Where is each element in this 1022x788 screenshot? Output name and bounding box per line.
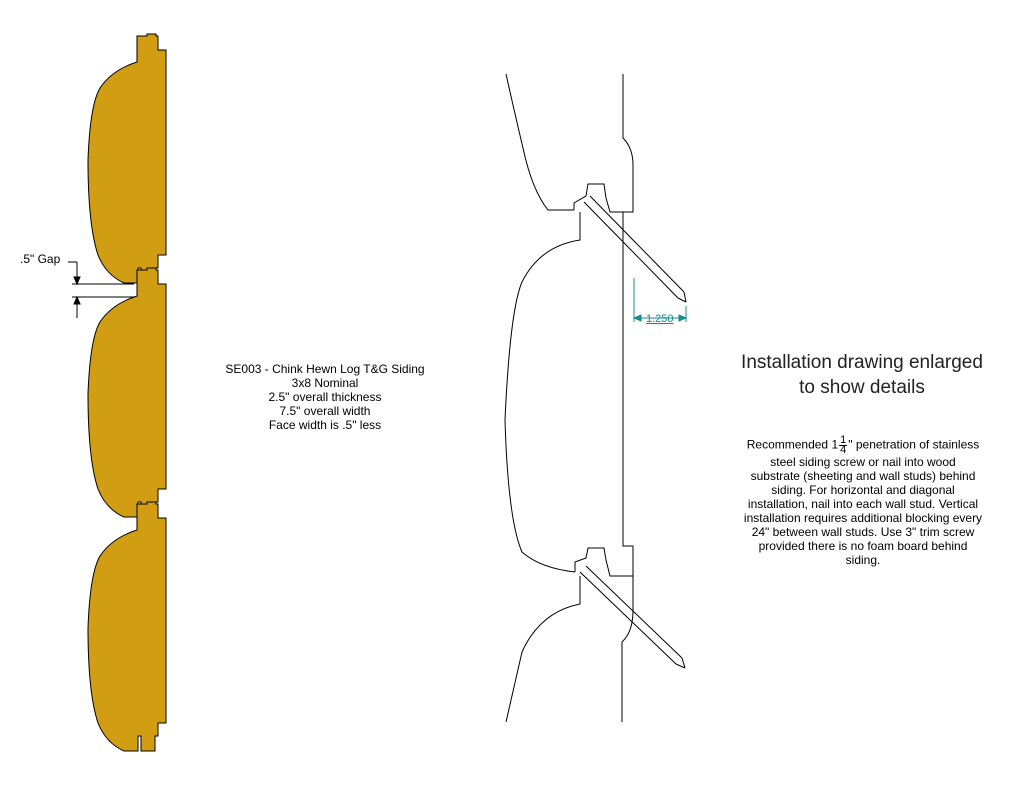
- recommendation-line: siding.: [845, 553, 881, 567]
- recommendation-line: installation requires additional blockin…: [743, 511, 983, 525]
- fraction-denominator: 4: [840, 444, 847, 456]
- fraction-numerator: 1: [839, 434, 848, 446]
- lower-nail-icon: [579, 565, 686, 669]
- product-name: SE003 - Chink Hewn Log T&G Siding: [225, 362, 425, 376]
- recommendation-line: provided there is no foam board behind: [758, 539, 968, 553]
- recommendation-line: siding. For horizontal and diagonal: [771, 483, 955, 497]
- gap-label: .5" Gap: [20, 252, 61, 266]
- installation-detail: [504, 73, 634, 723]
- penetration-dimension: [632, 278, 688, 322]
- gap-dimension: [68, 261, 134, 318]
- product-face-width: Face width is .5" less: [268, 418, 382, 432]
- log-board-profile-middle: [87, 267, 167, 518]
- penetration-dimension-label: 1.250: [646, 313, 674, 325]
- log-board-profile-bottom: [87, 501, 167, 752]
- product-thickness: 2.5" overall thickness: [268, 390, 382, 404]
- product-nominal-size: 3x8 Nominal: [291, 376, 359, 390]
- recommendation-line: installation, nail into each wall stud. …: [747, 497, 979, 511]
- product-info: SE003 - Chink Hewn Log T&G Siding 3x8 No…: [170, 362, 480, 432]
- log-board-profile-top: [87, 33, 167, 284]
- upper-nail-icon: [583, 195, 687, 303]
- installation-title-line-1: Installation drawing enlarged: [741, 352, 983, 373]
- installation-title-line-2: to show details: [799, 377, 925, 398]
- product-width: 7.5" overall width: [279, 404, 371, 418]
- installation-title: Installation drawing enlarged to show de…: [712, 350, 1012, 400]
- recommendation-line: steel siding screw or nail into wood: [770, 455, 956, 469]
- recommendation-first-line-suffix: " penetration of stainless: [848, 437, 980, 452]
- recommendation-prefix: Recommended 1: [746, 437, 839, 452]
- recommendation-line: substrate (sheeting and wall studs) behi…: [750, 469, 976, 483]
- recommendation-line: 24" between wall studs. Use 3" trim scre…: [751, 525, 975, 539]
